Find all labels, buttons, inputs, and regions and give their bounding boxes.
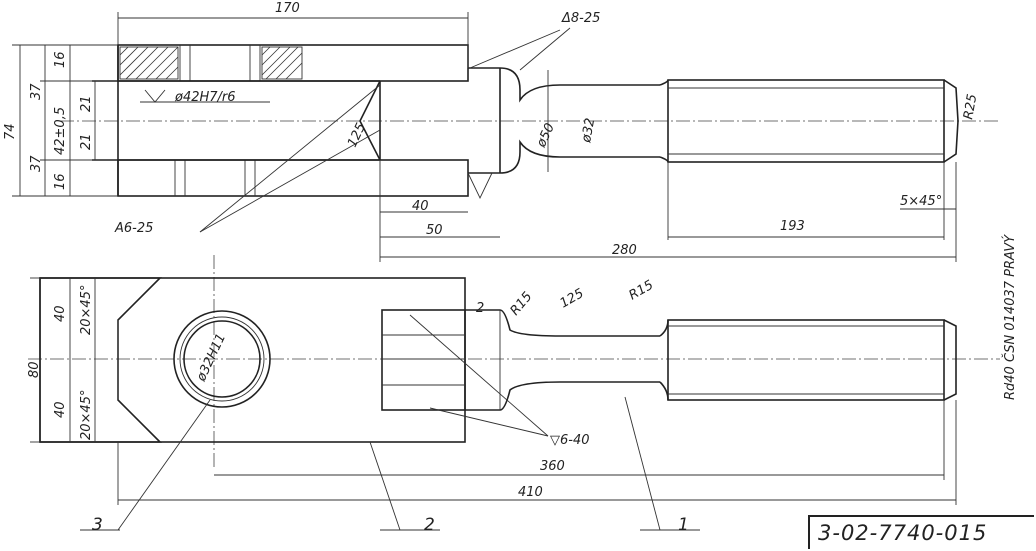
rod-lower-profile (468, 139, 660, 174)
dia-32: ø32 (579, 117, 598, 145)
h-74: 74 (3, 123, 18, 140)
rod-upper-profile (468, 67, 660, 103)
h-37a: 37 (29, 83, 44, 100)
r15b-label: R15 (627, 278, 657, 304)
weld-6-40: ▽6-40 (550, 433, 590, 448)
h-16a: 16 (53, 51, 68, 68)
part-2: 2 (424, 515, 435, 535)
dim-193: 193 (780, 219, 805, 234)
chamfer-20a: 20×45° (79, 285, 94, 335)
drawing-number: 3-02-7740-015 (818, 521, 988, 545)
threaded-end (667, 79, 945, 163)
rod-thread (667, 319, 945, 401)
bore-outer (173, 310, 271, 408)
thread-note: Rd40 ČSN 014037 PRAVÝ (1002, 234, 1018, 400)
dim-80: 80 (27, 361, 42, 378)
r15a-label: R15 (508, 289, 536, 318)
dim-40a: 40 (53, 305, 68, 322)
fit-label: ø42H7/r6 (174, 90, 236, 105)
title-block: 3-02-7740-015 (808, 515, 1034, 549)
h-21b: 21 (79, 133, 94, 150)
dim-280: 280 (612, 243, 637, 258)
lower-plate (117, 159, 469, 197)
h-21a: 21 (79, 95, 94, 112)
upper-plate (117, 44, 469, 82)
dim-40b: 40 (53, 401, 68, 418)
h-16b: 16 (53, 173, 68, 190)
h-42: 42±0,5 (53, 107, 68, 155)
chamfer-label: 5×45° (900, 194, 942, 209)
dim-360: 360 (540, 459, 565, 474)
weld-bead (359, 80, 381, 161)
rod-upper (465, 309, 660, 337)
bore-inner (183, 320, 261, 398)
part-1: 1 (678, 515, 689, 535)
dim-410: 410 (518, 485, 543, 500)
h-37b: 37 (29, 155, 44, 172)
roughness-125b: 125 (558, 286, 587, 311)
r25-label: R25 (961, 93, 980, 121)
clevis-head (39, 277, 466, 443)
dia-50: ø50 (534, 121, 558, 150)
dim-170: 170 (275, 1, 300, 16)
rod-lower (465, 381, 660, 411)
dim-40: 40 (412, 199, 429, 214)
r2-label: 2 (476, 301, 484, 316)
weld-bottom-label: A6-25 (114, 221, 153, 236)
bottom-view (28, 255, 1000, 531)
part-3: 3 (92, 515, 103, 535)
dim-50: 50 (426, 223, 443, 238)
roughness-125: 125 (345, 121, 369, 150)
bore-label: ø32H11 (194, 331, 229, 384)
weld-top-label: Δ8-25 (561, 11, 600, 26)
top-view (12, 12, 1000, 262)
chamfer-20b: 20×45° (79, 390, 94, 440)
section-hatch (119, 46, 303, 80)
